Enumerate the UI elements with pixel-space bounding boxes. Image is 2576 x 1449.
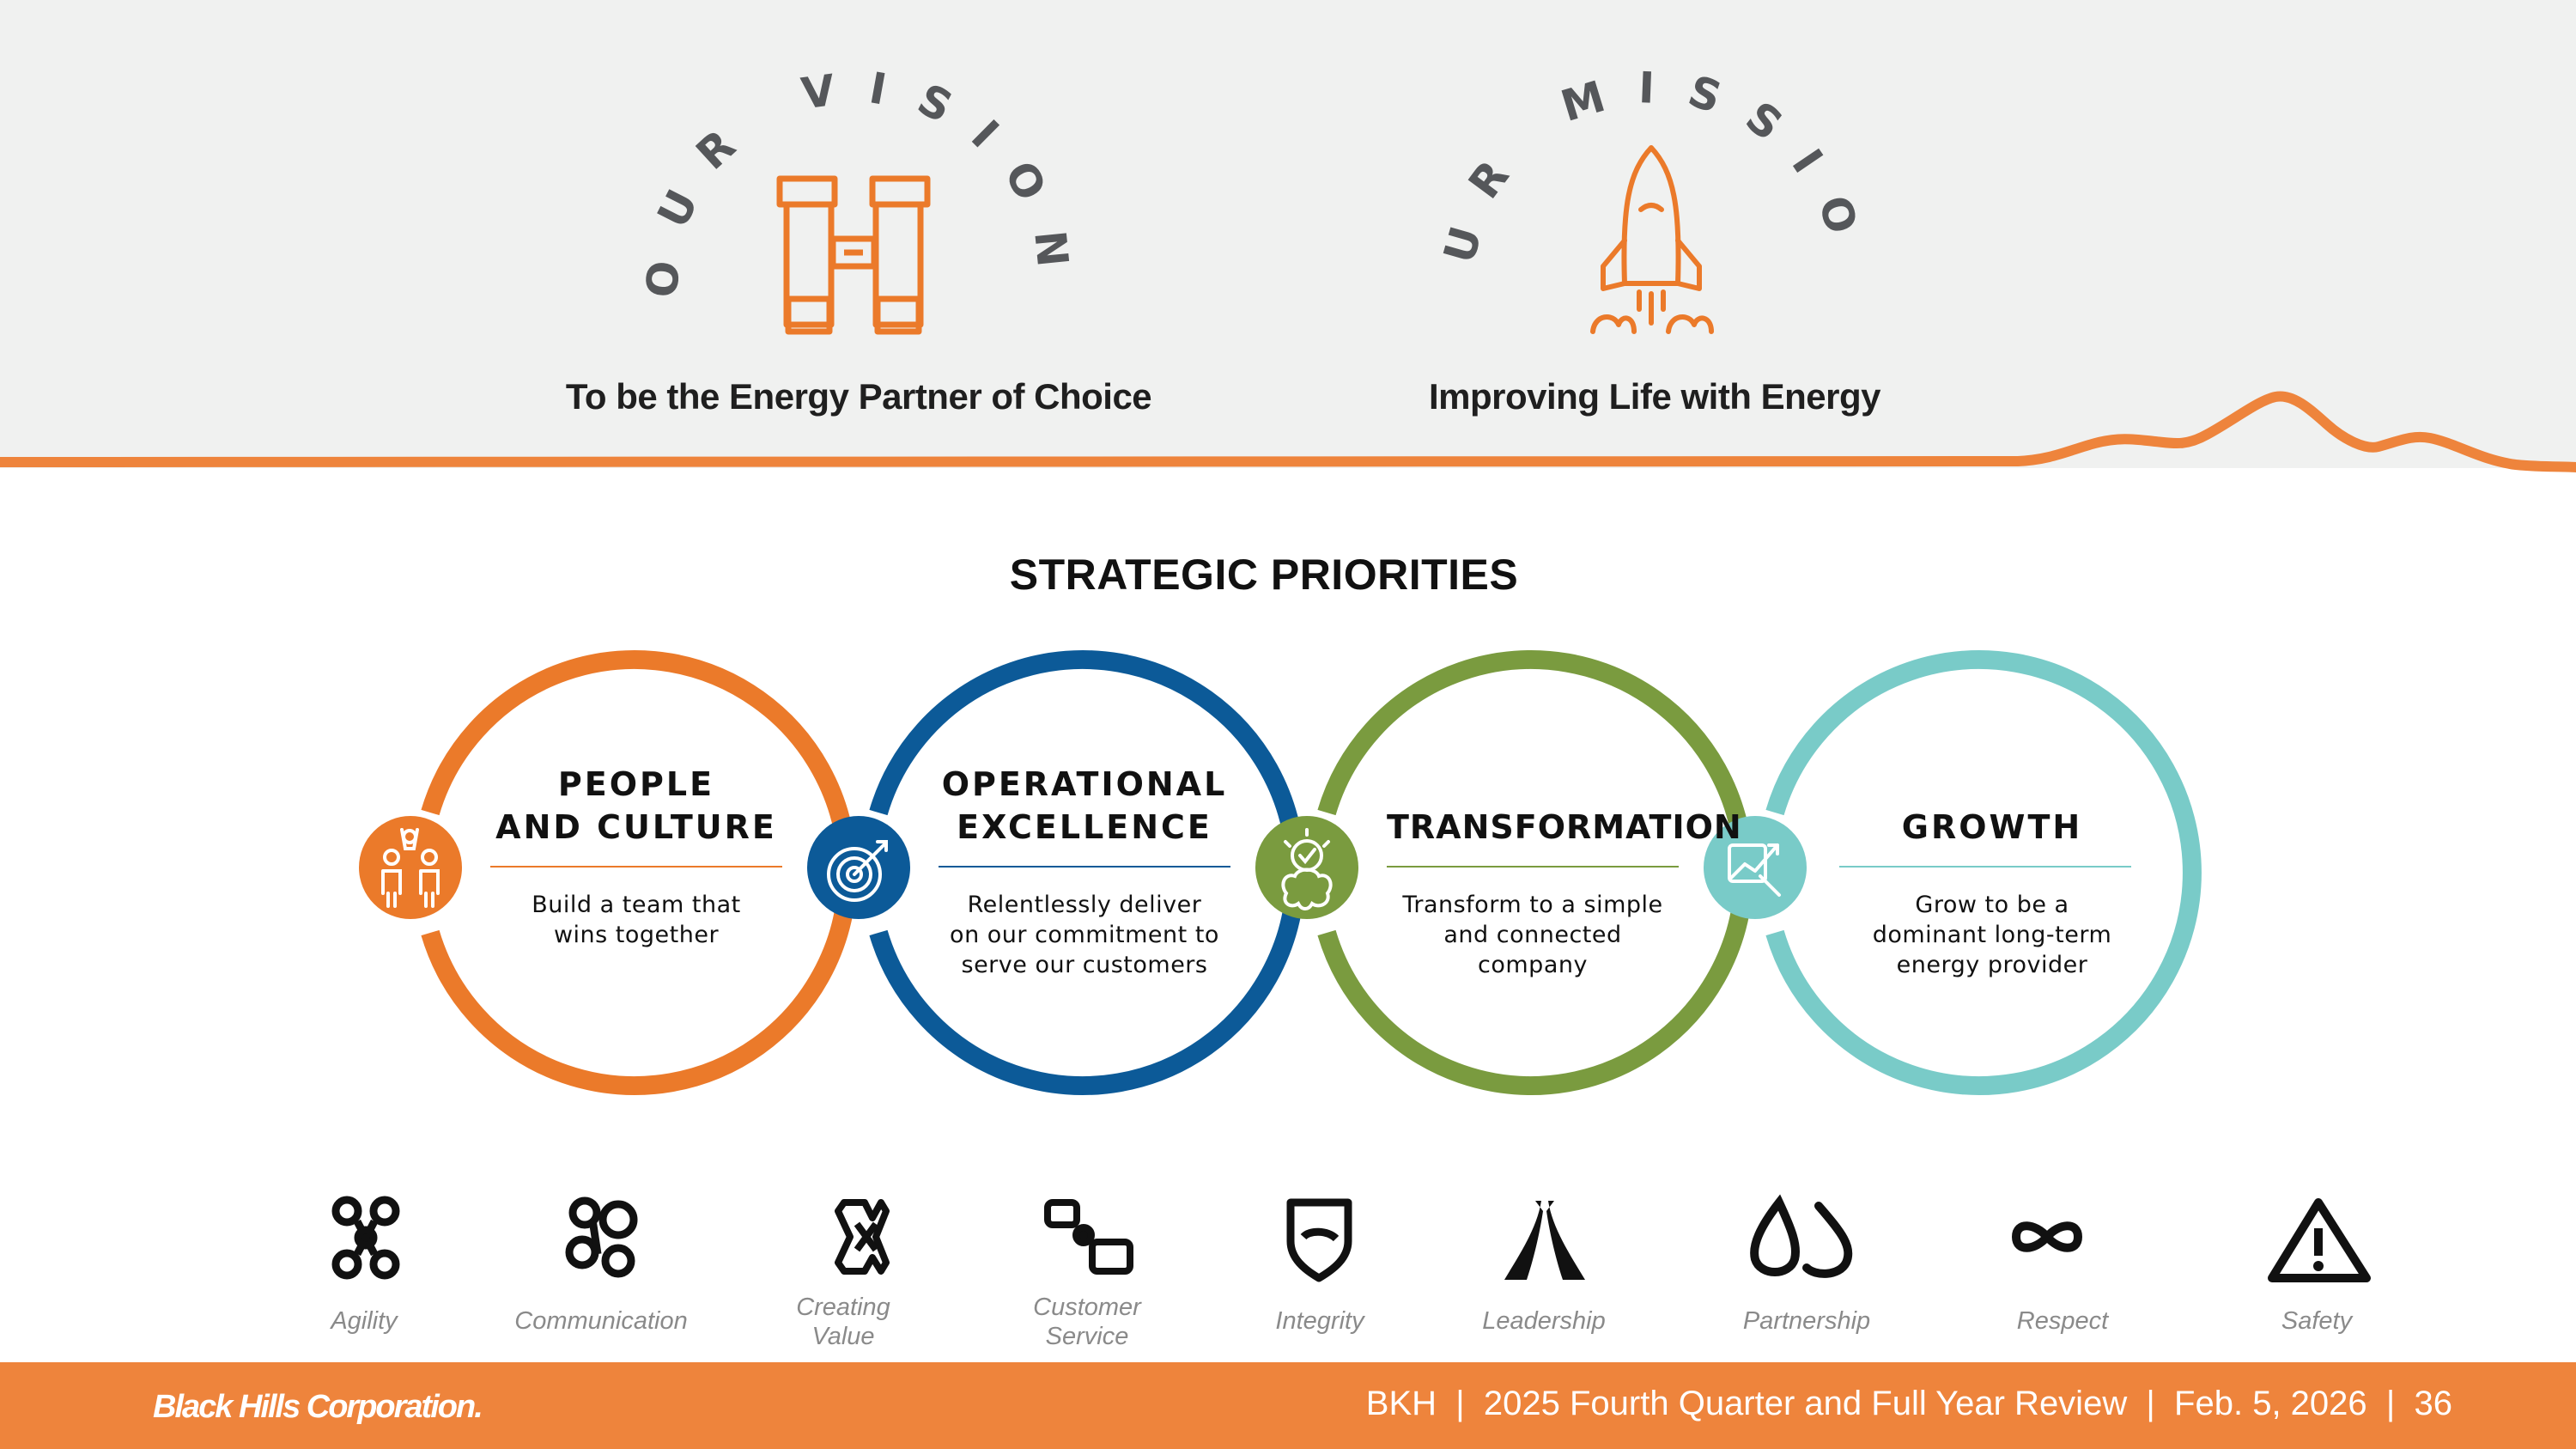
- strategic-priorities-title: STRATEGIC PRIORITIES: [1009, 551, 1519, 599]
- value-label-respect: Respect: [2016, 1307, 2109, 1335]
- footer-bar: [0, 1362, 2576, 1449]
- vision-statement: To be the Energy Partner of Choice: [565, 376, 1152, 417]
- ring-people-culture: [421, 650, 857, 1095]
- desc-line: serve our customers: [961, 952, 1208, 978]
- desc-line: Build a team that: [532, 892, 741, 918]
- title-line: PEOPLE: [557, 765, 715, 803]
- desc-line: dominant long-term: [1872, 922, 2112, 948]
- agility-icon: [331, 1196, 400, 1280]
- value-label-creating-value: Creating Value: [796, 1294, 890, 1350]
- priority-growth-desc: Grow to be a dominant long-term energy p…: [1846, 890, 2138, 980]
- priority-growth-title: GROWTH: [1846, 806, 2138, 849]
- value-label-partnership: Partnership: [1742, 1307, 1871, 1335]
- divider-operational: [939, 866, 1230, 868]
- desc-line: Transform to a simple: [1402, 892, 1663, 918]
- desc-line: Relentlessly deliver: [967, 892, 1202, 918]
- title-line: TRANSFORMATION: [1387, 808, 1742, 846]
- title-line: OPERATIONAL: [941, 765, 1228, 803]
- value-label-safety: Safety: [2281, 1307, 2353, 1335]
- priority-operational-title: OPERATIONAL EXCELLENCE: [939, 763, 1230, 849]
- value-label-communication: Communication: [514, 1307, 688, 1335]
- creating-value-icon: [835, 1199, 890, 1275]
- divider-growth: [1839, 866, 2131, 868]
- mission-statement: Improving Life with Energy: [1428, 376, 1881, 417]
- mission-emblem: OUR MISSION: [1397, 26, 1875, 334]
- priority-operational-desc: Relentlessly deliver on our commitment t…: [939, 890, 1230, 980]
- priority-people-title: PEOPLE AND CULTURE: [490, 763, 782, 849]
- ring-transformation: [1317, 650, 1753, 1095]
- value-label-leadership: Leadership: [1482, 1307, 1606, 1335]
- desc-line: on our commitment to: [950, 922, 1219, 948]
- binoculars-icon: [776, 175, 931, 335]
- growth-chart-icon: [1728, 843, 1781, 897]
- header-band: [0, 0, 2576, 468]
- customer-service-icon: [1044, 1199, 1133, 1275]
- footer-text: BKH | 2025 Fourth Quarter and Full Year …: [1365, 1385, 2452, 1422]
- mountain-line: [0, 391, 2576, 472]
- value-label-agility: Agility: [331, 1307, 398, 1335]
- warning-triangle-icon: [2268, 1198, 2371, 1282]
- footer-brand-logo: Black Hills Corporation.: [153, 1389, 483, 1425]
- rocket-icon: [1590, 145, 1714, 334]
- title-line: GROWTH: [1901, 808, 2083, 846]
- divider-transformation: [1387, 866, 1679, 868]
- title-line: AND CULTURE: [495, 808, 777, 846]
- ring-operational-excellence: [869, 650, 1305, 1095]
- desc-line: wins together: [553, 922, 720, 948]
- desc-line: energy provider: [1896, 952, 2088, 978]
- ring-growth: [1765, 650, 2202, 1095]
- title-line: EXCELLENCE: [957, 808, 1212, 846]
- priority-people-desc: Build a team that wins together: [490, 890, 782, 950]
- target-arrow-icon: [827, 840, 888, 902]
- leadership-icon: [1504, 1201, 1585, 1280]
- divider-people: [490, 866, 782, 868]
- communication-icon: [565, 1196, 638, 1278]
- infinity-icon: [2011, 1221, 2083, 1252]
- value-label-customer-service: Customer Service: [1033, 1294, 1141, 1350]
- desc-line: Grow to be a: [1915, 892, 2069, 918]
- lightbulb-brain-icon: [1281, 828, 1333, 910]
- priority-transformation-title: TRANSFORMATION: [1387, 806, 1742, 849]
- vision-emblem: OUR VISION: [636, 61, 1050, 335]
- people-celebrating-icon: [381, 828, 440, 908]
- value-label-integrity: Integrity: [1275, 1307, 1364, 1335]
- priority-rings: [359, 650, 2202, 1095]
- priority-transformation-desc: Transform to a simple and connected comp…: [1387, 890, 1679, 980]
- mission-arc-text: OUR MISSION: [1397, 26, 1875, 269]
- values-icons: [331, 1194, 2371, 1282]
- shield-icon: [1286, 1198, 1352, 1282]
- partnership-icon: [1750, 1194, 1853, 1278]
- desc-line: and connected company: [1443, 922, 1622, 978]
